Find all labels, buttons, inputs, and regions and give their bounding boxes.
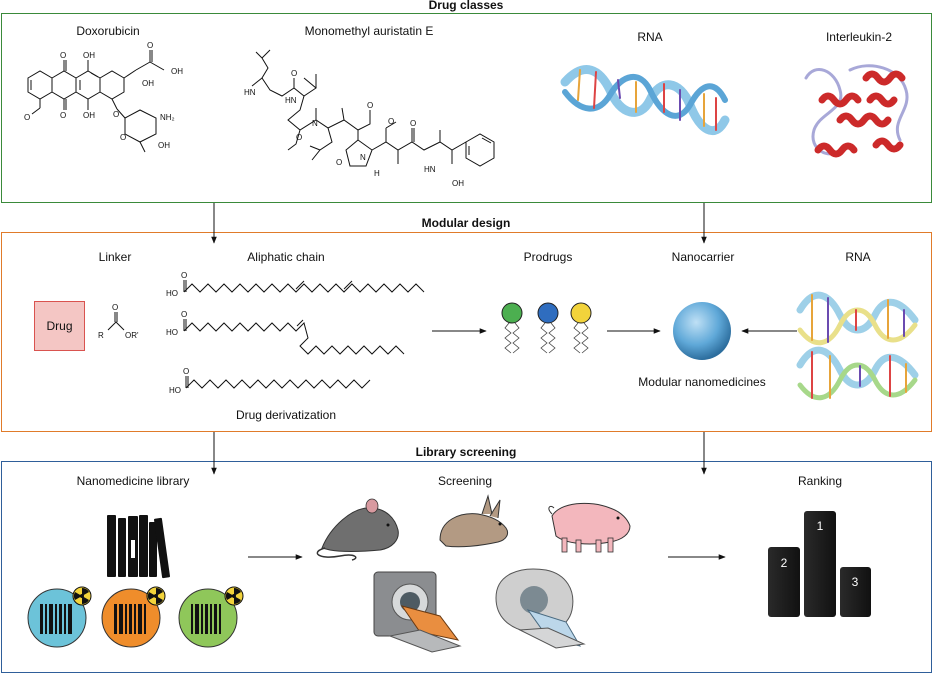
svg-text:O: O	[181, 310, 187, 319]
svg-text:OH: OH	[158, 141, 170, 150]
barcode-particle-orange	[101, 588, 161, 648]
podium-2	[768, 547, 800, 617]
svg-text:HO: HO	[169, 386, 181, 395]
svg-text:H: H	[374, 169, 380, 178]
ranking-podium	[768, 511, 871, 617]
doxorubicin-label: Doxorubicin	[76, 24, 140, 38]
svg-text:HO: HO	[166, 289, 178, 298]
radiation-icon-1	[72, 586, 92, 606]
podium-3-label: 3	[852, 575, 859, 589]
svg-text:O: O	[24, 113, 30, 122]
drug-box-label: Drug	[46, 319, 73, 333]
nanocarrier-label: Nanocarrier	[671, 250, 735, 264]
linker-or: OR'	[125, 331, 139, 340]
mmae-structure	[251, 49, 495, 167]
radiation-icon-3	[224, 586, 244, 606]
svg-text:O: O	[60, 111, 66, 120]
drug-classes-panel	[1, 13, 932, 203]
podium-1-label: 1	[817, 519, 824, 533]
pig-icon	[548, 502, 631, 553]
mmae-atoms: HN HN O N O O O N O O H HN OH	[244, 69, 464, 188]
svg-text:N: N	[312, 119, 318, 128]
modular-nanomedicines-label: Modular nanomedicines	[638, 375, 766, 389]
rabbit-icon	[439, 494, 509, 548]
podium-3	[840, 567, 871, 617]
svg-text:NH₂: NH₂	[160, 113, 175, 122]
prodrugs-label: Prodrugs	[523, 250, 573, 264]
podium-2-label: 2	[781, 556, 788, 570]
screening-label: Screening	[437, 474, 493, 488]
drug-box: Drug	[34, 301, 85, 351]
books-icon	[107, 515, 171, 579]
interleukin-2-label: Interleukin-2	[825, 30, 893, 44]
linker-o: O	[112, 303, 118, 312]
svg-text:O: O	[181, 271, 187, 280]
library-screening-panel	[1, 461, 932, 673]
linker-r: R	[98, 331, 104, 340]
aliphatic-chain-label: Aliphatic chain	[247, 250, 325, 264]
nanocarrier-sphere	[673, 302, 731, 360]
barcode-particle-blue	[27, 588, 87, 648]
svg-text:O: O	[183, 367, 189, 376]
rna-label: RNA	[637, 30, 663, 44]
radiation-icon-2	[146, 586, 166, 606]
prodrug-green	[501, 302, 523, 354]
svg-text:O: O	[60, 51, 66, 60]
doxorubicin-structure	[27, 50, 165, 153]
svg-text:O: O	[296, 133, 302, 142]
prodrug-blue	[537, 302, 559, 354]
rna-helix-design	[796, 291, 919, 400]
svg-text:HN: HN	[424, 165, 436, 174]
modular-design-title: Modular design	[421, 216, 511, 230]
podium-1	[804, 511, 836, 617]
linker-structure	[107, 312, 125, 331]
interleukin-2-protein	[804, 64, 909, 158]
rna-design-label: RNA	[845, 250, 871, 264]
ranking-label: Ranking	[797, 474, 843, 488]
svg-text:HO: HO	[166, 328, 178, 337]
svg-text:O: O	[367, 101, 373, 110]
svg-text:OH: OH	[171, 67, 183, 76]
svg-text:HN: HN	[244, 88, 256, 97]
drug-derivatization-label: Drug derivatization	[235, 408, 337, 422]
svg-text:HN: HN	[285, 96, 297, 105]
svg-text:OH: OH	[452, 179, 464, 188]
ct-scanner-icon	[373, 571, 462, 653]
svg-text:O: O	[147, 41, 153, 50]
svg-text:N: N	[360, 153, 366, 162]
svg-text:O: O	[410, 119, 416, 128]
svg-text:O: O	[291, 69, 297, 78]
svg-text:OH: OH	[142, 79, 154, 88]
aliphatic-chain-atoms: O HO O HO O HO	[166, 271, 189, 395]
modular-design-panel	[1, 232, 932, 432]
doxorubicin-atoms: O O OH OH O O OH OH O NH₂ OH O	[24, 41, 183, 150]
mouse-icon	[316, 498, 399, 561]
nanomedicine-library-label: Nanomedicine library	[76, 474, 190, 488]
mmae-label: Monomethyl auristatin E	[304, 24, 434, 38]
svg-text:O: O	[120, 133, 126, 142]
rna-helix-top	[560, 65, 730, 136]
svg-text:O: O	[113, 110, 119, 119]
drug-classes-title: Drug classes	[428, 0, 504, 12]
svg-text:O: O	[388, 117, 394, 126]
barcode-particle-green	[178, 588, 238, 648]
library-screening-title: Library screening	[415, 445, 517, 459]
prodrug-yellow	[570, 302, 592, 354]
mri-scanner-icon	[495, 568, 586, 649]
section-arrows	[211, 203, 797, 560]
svg-text:O: O	[336, 158, 342, 167]
linker-label: Linker	[98, 250, 132, 264]
aliphatic-chains	[183, 280, 425, 389]
svg-text:OH: OH	[83, 111, 95, 120]
svg-text:OH: OH	[83, 51, 95, 60]
